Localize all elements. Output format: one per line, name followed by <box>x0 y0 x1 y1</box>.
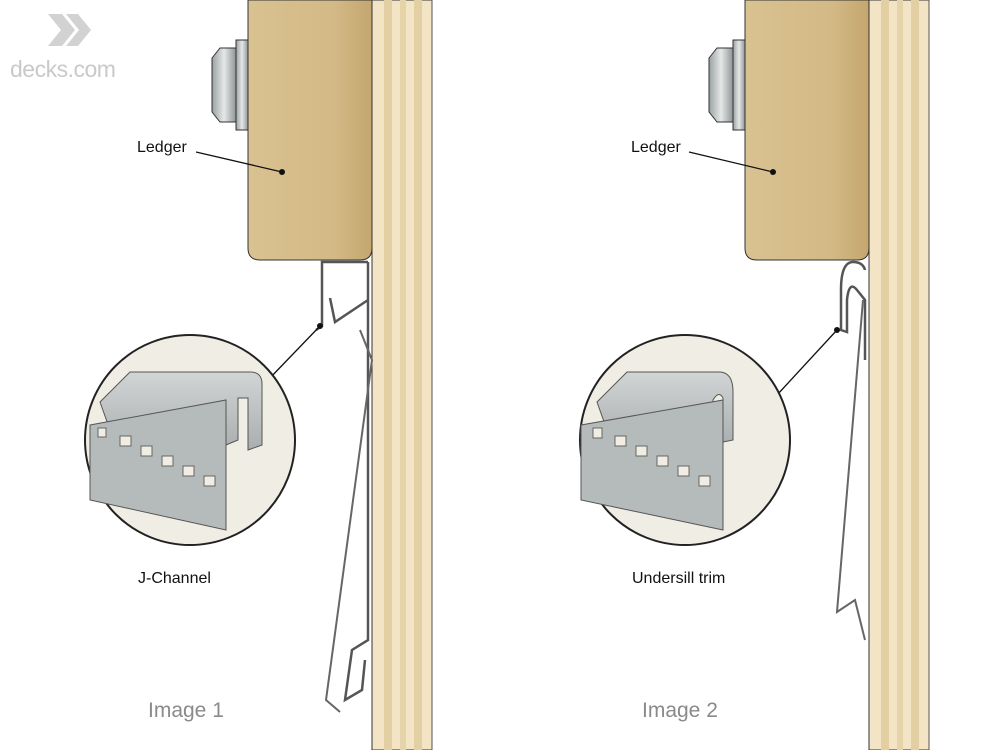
j-channel-trim <box>315 260 370 703</box>
ledger-label-2: Ledger <box>631 139 681 156</box>
panel-2-art <box>579 0 930 750</box>
ledger-board <box>708 0 870 261</box>
panel-1-art <box>84 0 433 750</box>
ledger-board <box>211 0 373 261</box>
siding-panel <box>324 329 374 713</box>
trim-label-2: Undersill trim <box>632 570 726 587</box>
ledger-label-1: Ledger <box>137 139 187 156</box>
j-channel-inset <box>84 334 296 546</box>
wall-sheathing <box>868 0 930 750</box>
trim-label-1: J-Channel <box>138 570 211 587</box>
logo-text: decks.com <box>10 56 116 82</box>
caption-2: Image 2 <box>642 699 718 722</box>
chevron-arrows-logo <box>48 14 91 46</box>
undersill-trim <box>839 260 867 360</box>
wall-sheathing <box>371 0 433 750</box>
caption-1: Image 1 <box>148 699 224 722</box>
siding-panel <box>835 299 866 641</box>
undersill-trim-inset <box>579 334 791 546</box>
